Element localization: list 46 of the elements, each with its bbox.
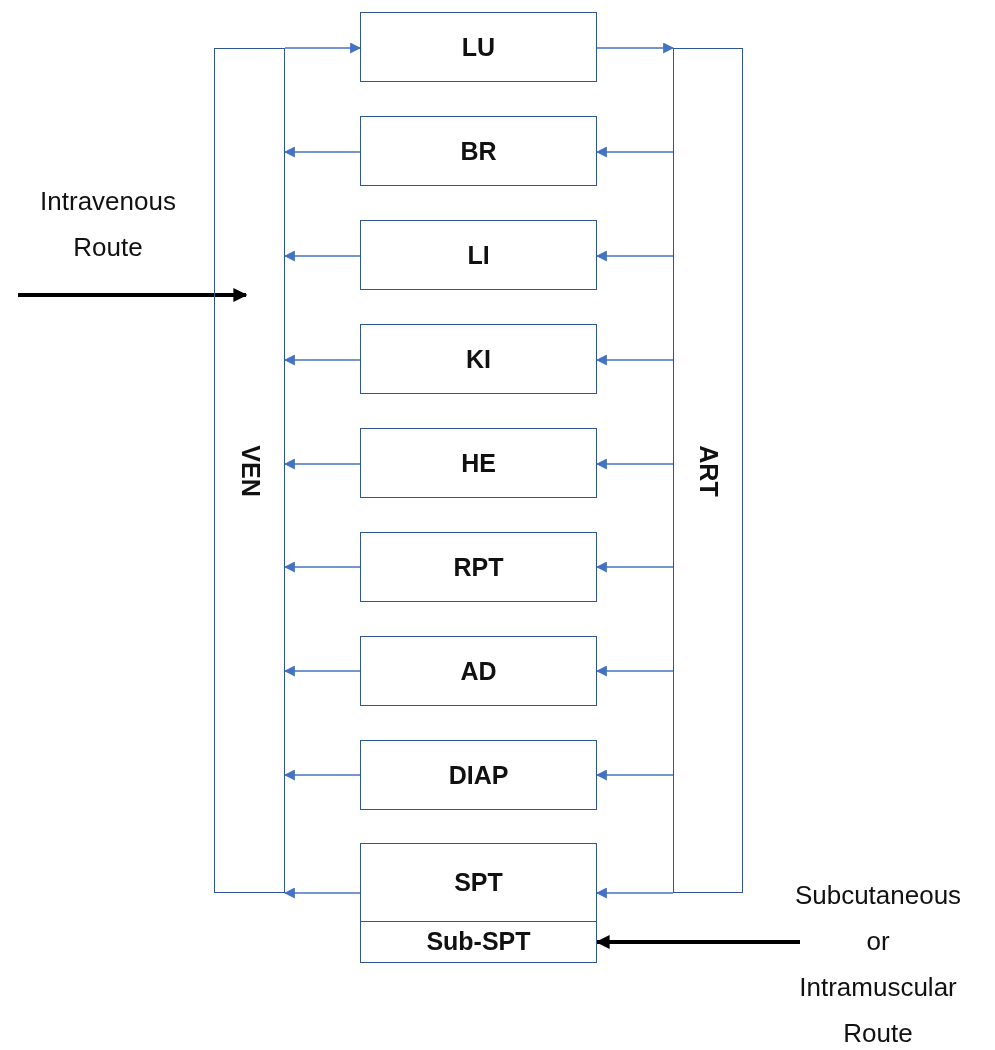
vessel-label: VEN bbox=[235, 444, 264, 497]
compartment-label: KI bbox=[466, 344, 491, 374]
compartment-box bbox=[360, 324, 597, 394]
flow-arrow bbox=[283, 354, 361, 366]
flow-arrow bbox=[283, 561, 361, 573]
compartment-box bbox=[360, 921, 597, 963]
compartment-box bbox=[360, 843, 597, 922]
flow-arrow bbox=[283, 887, 361, 899]
compartment-box bbox=[360, 636, 597, 706]
compartment-box bbox=[360, 12, 597, 82]
flow-arrow bbox=[283, 458, 361, 470]
vessel-label: ART bbox=[693, 444, 723, 497]
flow-arrow bbox=[283, 250, 361, 262]
compartment-box bbox=[360, 532, 597, 602]
route-label: Intravenous Route bbox=[39, 185, 177, 264]
compartment-box bbox=[360, 116, 597, 186]
flow-arrow bbox=[595, 887, 674, 899]
compartment-label: LI bbox=[467, 240, 490, 270]
flow-arrow bbox=[595, 146, 674, 158]
compartment-label: AD bbox=[460, 656, 497, 686]
compartment-box bbox=[360, 428, 597, 498]
compartment-box bbox=[360, 740, 597, 810]
compartment-box bbox=[360, 220, 597, 290]
flow-arrow bbox=[595, 458, 674, 470]
route-arrow bbox=[18, 288, 248, 302]
compartment-label: HE bbox=[461, 448, 496, 478]
route-label: Subcutaneous or Intramuscular Route bbox=[793, 879, 963, 1050]
flow-arrow bbox=[595, 665, 674, 677]
flow-arrow bbox=[284, 42, 362, 54]
flow-arrow bbox=[596, 42, 675, 54]
compartment-label: DIAP bbox=[448, 760, 509, 790]
flow-arrow bbox=[595, 250, 674, 262]
flow-arrow bbox=[595, 561, 674, 573]
compartment-label: Sub-SPT bbox=[426, 926, 531, 956]
vessel-band bbox=[673, 48, 743, 893]
flow-arrow bbox=[595, 354, 674, 366]
flow-arrow bbox=[595, 769, 674, 781]
route-arrow bbox=[595, 935, 800, 949]
compartment-label: SPT bbox=[454, 868, 503, 897]
compartment-label: RPT bbox=[453, 552, 504, 582]
compartment-label: LU bbox=[461, 32, 496, 62]
compartment-label: BR bbox=[460, 136, 497, 166]
flow-arrow bbox=[283, 769, 361, 781]
flow-arrow bbox=[283, 665, 361, 677]
flow-arrow bbox=[283, 146, 361, 158]
vessel-band bbox=[214, 48, 285, 893]
